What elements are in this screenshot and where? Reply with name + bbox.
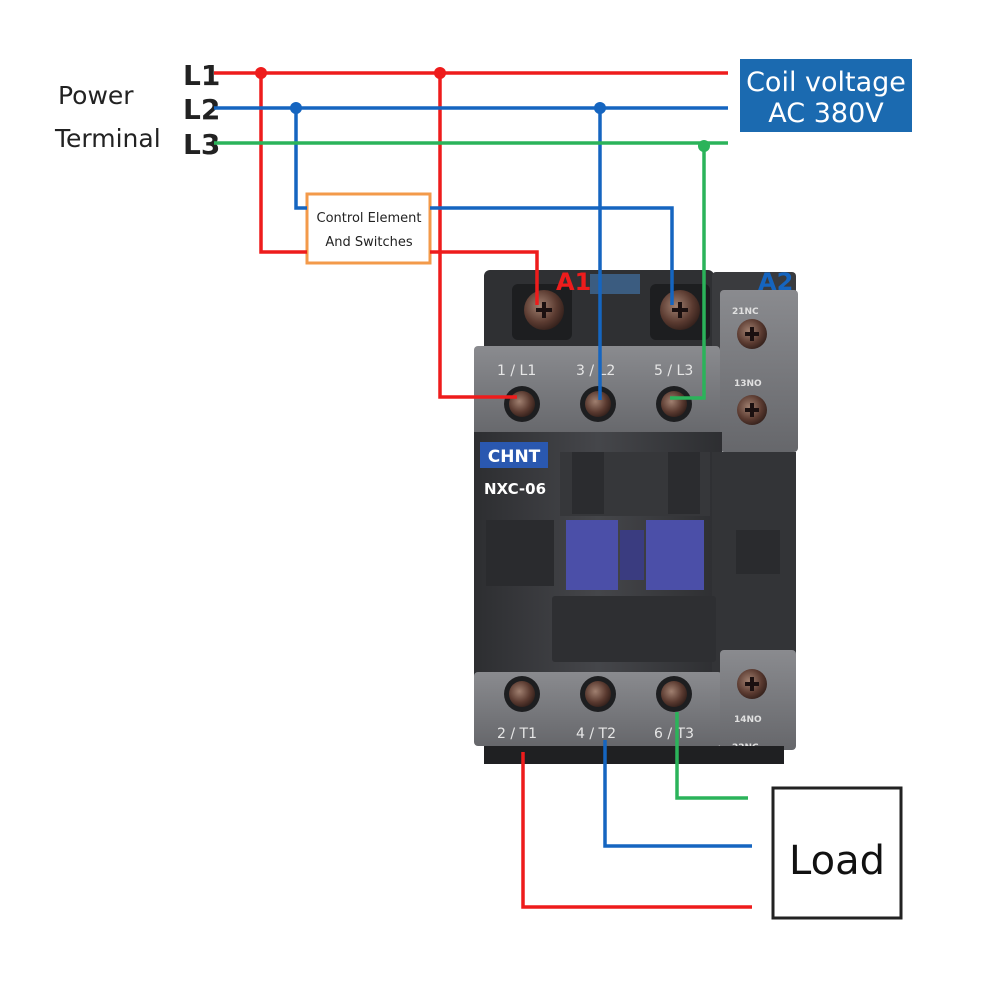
terminal-5-l3-label: 5 / L3 xyxy=(654,363,693,379)
terminal-4-t2-label: 4 / T2 xyxy=(576,726,616,742)
aux-21nc-label: 21NC xyxy=(732,307,759,317)
terminal-6-t3-label: 6 / T3 xyxy=(654,726,694,742)
coil-voltage-box: Coil voltage AC 380V xyxy=(740,59,912,132)
load-box: Load xyxy=(771,786,903,920)
coil-voltage-title: Coil voltage xyxy=(746,67,906,98)
l1-to-terminal-wire xyxy=(438,73,517,399)
control-element-border xyxy=(305,192,432,265)
l2-junction-dot xyxy=(290,102,302,114)
terminal-1-l1-label: 1 / L1 xyxy=(497,363,536,379)
aux-13no-label: 13NO xyxy=(734,379,762,389)
t1-to-load-wire xyxy=(521,752,752,909)
terminal-t2-screw-icon xyxy=(585,681,611,707)
l1-to-control-wire xyxy=(259,73,307,254)
mounting-base xyxy=(484,746,784,764)
brand-logo: CHNT xyxy=(488,447,541,467)
load-border xyxy=(771,786,903,920)
control-element-title: Control Element xyxy=(317,211,422,226)
terminal-label: Terminal xyxy=(54,124,161,153)
l2-to-control-wire xyxy=(294,108,307,210)
terminal-l1-screw-icon xyxy=(509,391,535,417)
l3-to-terminal-wire xyxy=(670,143,706,400)
coil-voltage-value: AC 380V xyxy=(768,98,884,129)
coil-terminal-a2-label: A2 xyxy=(758,268,793,296)
model-label: NXC-06 xyxy=(484,480,546,498)
aux-lower-block xyxy=(720,650,796,750)
terminal-l2-screw-icon xyxy=(585,391,611,417)
control-to-a2-wire xyxy=(430,206,674,305)
terminal-t3-screw-icon xyxy=(661,681,687,707)
control-to-a1-wire xyxy=(430,250,539,305)
load-label: Load xyxy=(789,838,885,884)
terminal-t1-screw-icon xyxy=(509,681,535,707)
coil-terminal-a1-label: A1 xyxy=(556,268,591,296)
power-label: Power xyxy=(58,81,134,110)
front-cover-plate xyxy=(552,596,716,662)
l3-junction-dot xyxy=(698,140,710,152)
contactor: 21NC 13NO 1 / L1 3 / L2 5 / L3 CHNT NXC-… xyxy=(474,270,798,764)
t2-to-load-wire xyxy=(603,740,752,848)
control-element-box: Control Element And Switches xyxy=(305,192,432,265)
l1-junction-dot xyxy=(255,67,267,79)
armature-indicator-left xyxy=(566,520,618,590)
aux-14no-label: 14NO xyxy=(734,715,762,725)
terminal-2-t1-label: 2 / T1 xyxy=(497,726,537,742)
l1-label: L1 xyxy=(183,59,220,92)
t3-to-load-wire xyxy=(675,712,748,800)
coil-label-plate xyxy=(590,274,640,294)
control-element-subtitle: And Switches xyxy=(325,235,412,250)
terminal-l3-screw-icon xyxy=(661,391,687,417)
armature-indicator-right xyxy=(646,520,704,590)
terminal-3-l2-label: 3 / L2 xyxy=(576,363,615,379)
coil-voltage-background xyxy=(740,59,912,132)
l1-junction-dot xyxy=(434,67,446,79)
brand-badge xyxy=(480,442,548,468)
l2-junction-dot xyxy=(594,102,606,114)
